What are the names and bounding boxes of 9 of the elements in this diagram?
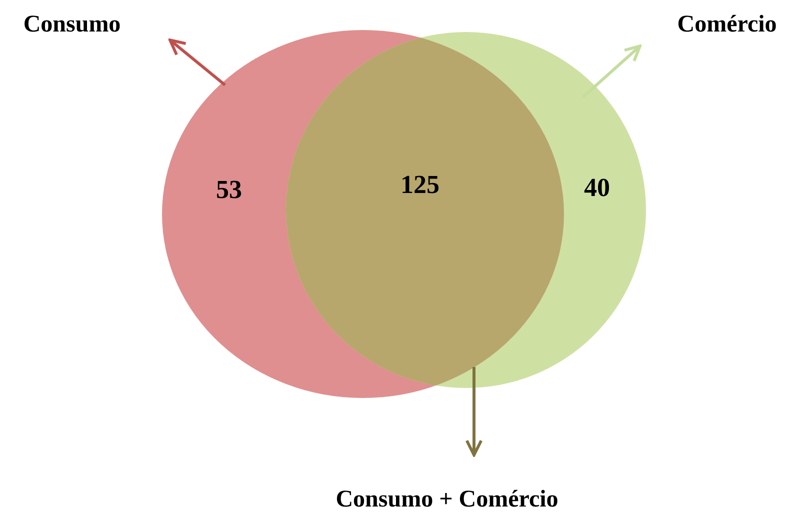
set-label: Consumo bbox=[23, 12, 121, 38]
set-label: Comércio bbox=[677, 12, 777, 38]
arrow bbox=[168, 38, 226, 86]
count-label: 53 bbox=[216, 175, 242, 205]
count-label: 125 bbox=[400, 170, 440, 200]
arrow bbox=[465, 367, 483, 456]
set-label: Consumo + Comércio bbox=[336, 486, 558, 514]
arrow bbox=[582, 44, 642, 98]
count-label: 40 bbox=[584, 173, 610, 203]
